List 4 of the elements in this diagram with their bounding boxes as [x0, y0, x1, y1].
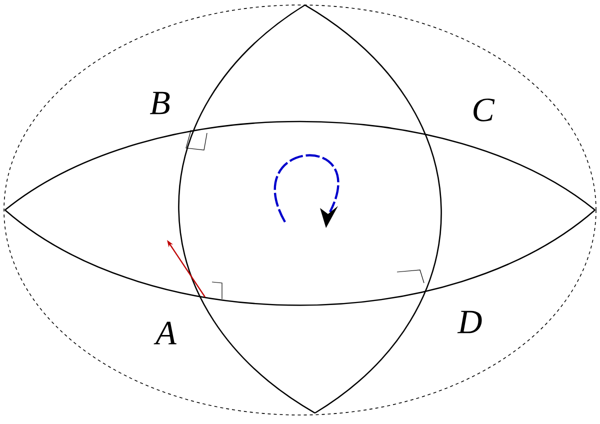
point-label: A: [154, 322, 176, 344]
point-label: C: [474, 98, 495, 122]
point-label: B: [150, 92, 170, 114]
point-label: D: [457, 310, 482, 334]
